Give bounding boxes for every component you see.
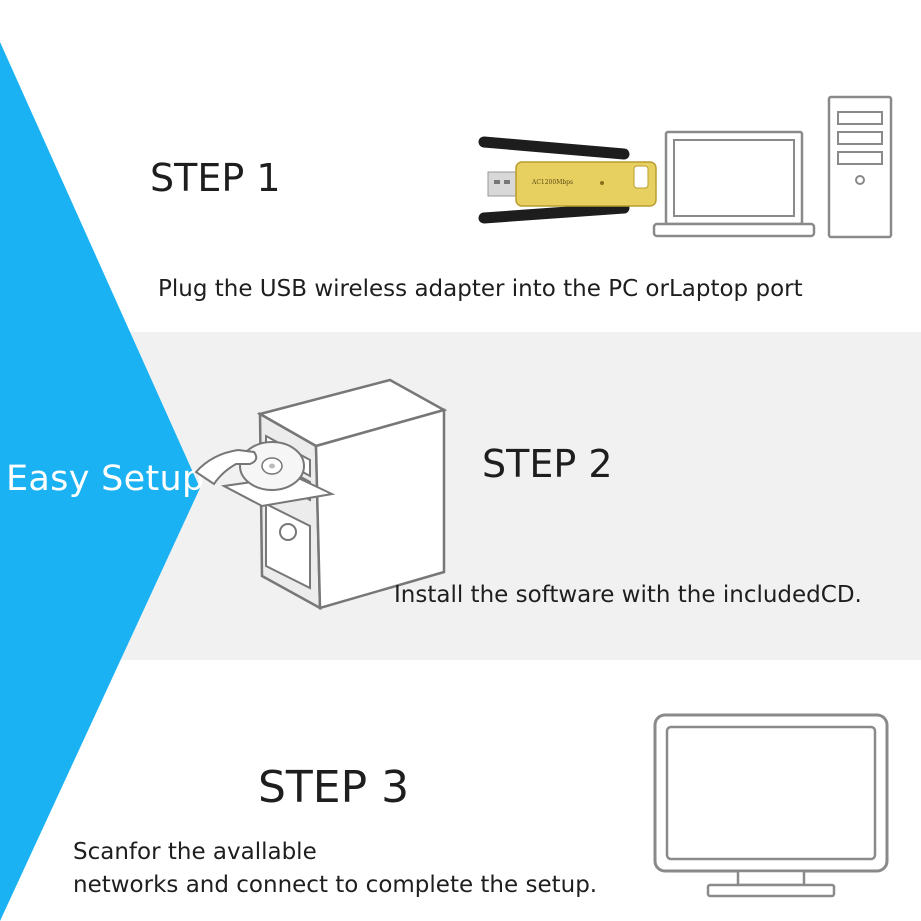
step1-title: STEP 1 — [150, 156, 281, 200]
cd-tower-icon — [194, 378, 448, 611]
step3-description-line1: Scanfor the avallable — [73, 839, 317, 865]
step2-title: STEP 2 — [482, 442, 613, 486]
step3-title: STEP 3 — [258, 762, 410, 813]
step1-description: Plug the USB wireless adapter into the P… — [158, 276, 803, 302]
step2-description: Install the software with the includedCD… — [394, 582, 862, 608]
easy-setup-label: Easy Setup — [6, 459, 205, 499]
adapter-brand-label: AC1200Mbps — [531, 179, 573, 186]
desktop-tower-icon — [827, 95, 893, 239]
step3-description-line2: networks and connect to complete the set… — [73, 872, 598, 898]
laptop-icon — [652, 130, 816, 238]
usb-adapter-icon: AC1200Mbps — [478, 136, 657, 224]
monitor-icon — [653, 713, 889, 898]
